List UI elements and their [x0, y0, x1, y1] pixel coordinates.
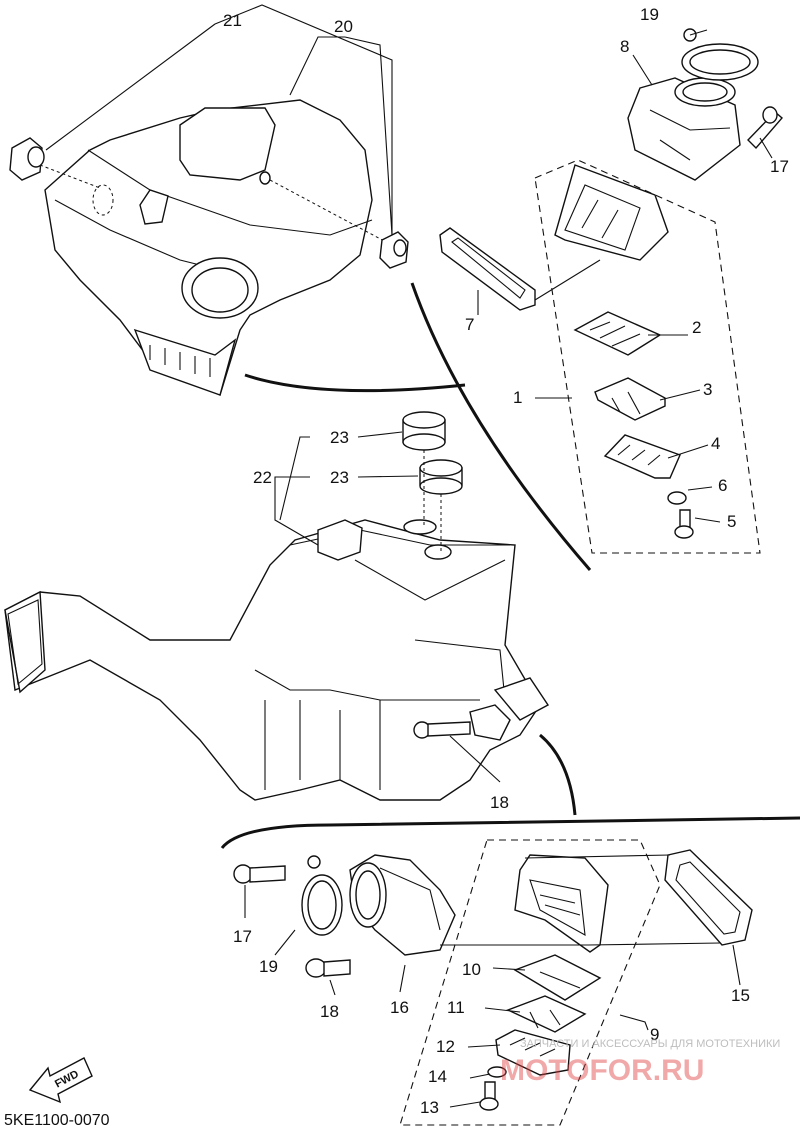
callout-2: 2 [692, 318, 701, 337]
reed-valve-body-bottom [514, 854, 609, 953]
connector-curve-bottom [539, 733, 577, 816]
reed-plate-4 [603, 434, 681, 479]
callout-9: 9 [650, 1025, 659, 1044]
bolt-17-top [747, 106, 783, 150]
grommet-21-right [379, 231, 409, 269]
leader-20 [289, 36, 393, 236]
carburetor-joint-8 [627, 77, 741, 181]
gasket-7 [439, 227, 536, 311]
callout-23-upper: 23 [330, 428, 349, 447]
carburetor-joint-16 [349, 854, 456, 956]
callout-19-top: 19 [640, 5, 659, 24]
air-filter-case-middle [4, 519, 550, 801]
connector-curve-right [410, 282, 592, 571]
air-filter-case-top [39, 99, 389, 396]
callout-15: 15 [731, 986, 750, 1005]
callout-18-middle: 18 [490, 793, 509, 812]
bolt-17-bottom [233, 864, 286, 884]
reed-stopper-11 [506, 995, 587, 1033]
washer-14 [487, 1066, 507, 1078]
leaders-bottom [244, 885, 741, 1108]
reed-plate-12 [495, 1029, 571, 1076]
callout-14: 14 [428, 1067, 447, 1086]
callout-5: 5 [727, 512, 736, 531]
diagram-code: 5KE1100-0070 [4, 1112, 110, 1129]
leader-21 [45, 4, 393, 235]
fwd-arrow-icon: FWD [28, 1057, 93, 1104]
callout-3: 3 [703, 380, 712, 399]
grommet-23-upper [402, 411, 446, 451]
gasket-15 [664, 849, 753, 946]
leader-7 [477, 259, 601, 315]
callout-11: 11 [447, 998, 465, 1017]
reed-valve-body [554, 164, 669, 261]
callout-10: 10 [462, 960, 481, 979]
callout-22: 22 [253, 468, 272, 487]
leaders-middle [274, 431, 501, 783]
clamp-19-top [681, 28, 759, 81]
callout-20: 20 [334, 17, 353, 36]
leaders-reed-group [535, 29, 773, 523]
callout-6: 6 [718, 476, 727, 495]
bottom-section-divider [220, 816, 800, 849]
callout-19-bottom: 19 [259, 957, 278, 976]
callout-17-bottom: 17 [233, 927, 252, 946]
bolt-18-middle [413, 721, 471, 739]
reed-10 [513, 954, 602, 1001]
callout-18-bottom: 18 [320, 1002, 339, 1021]
watermark-logo: MOTOFOR.RU [500, 1054, 704, 1087]
grommet-21-left [9, 137, 45, 181]
callout-17-top: 17 [770, 157, 789, 176]
reed-valve-assembly-box [534, 159, 761, 554]
assembly-lines-bottom [440, 854, 721, 946]
callout-8: 8 [620, 37, 629, 56]
connector-curve-top [244, 373, 466, 393]
callout-12: 12 [436, 1037, 455, 1056]
watermark-caption: ЗАПЧАСТИ И АКСЕССУАРЫ ДЛЯ МОТОТЕХНИКИ [520, 1038, 780, 1050]
grommet-23-lower [419, 459, 463, 495]
clamp-19-bottom [301, 855, 343, 936]
callout-21: 21 [223, 11, 242, 30]
reed-2 [573, 311, 662, 356]
screw-13 [479, 1081, 499, 1111]
callout-23-lower: 23 [330, 468, 349, 487]
screw-5 [674, 509, 694, 539]
callout-4: 4 [711, 434, 720, 453]
callout-1: 1 [513, 388, 522, 407]
callout-13: 13 [420, 1098, 439, 1117]
bolt-18-bottom [305, 958, 351, 978]
callout-16: 16 [390, 998, 409, 1017]
reed-stopper-3 [594, 377, 666, 421]
grommet-axes [423, 450, 442, 552]
washer-6 [667, 491, 687, 505]
callout-7: 7 [465, 315, 474, 334]
